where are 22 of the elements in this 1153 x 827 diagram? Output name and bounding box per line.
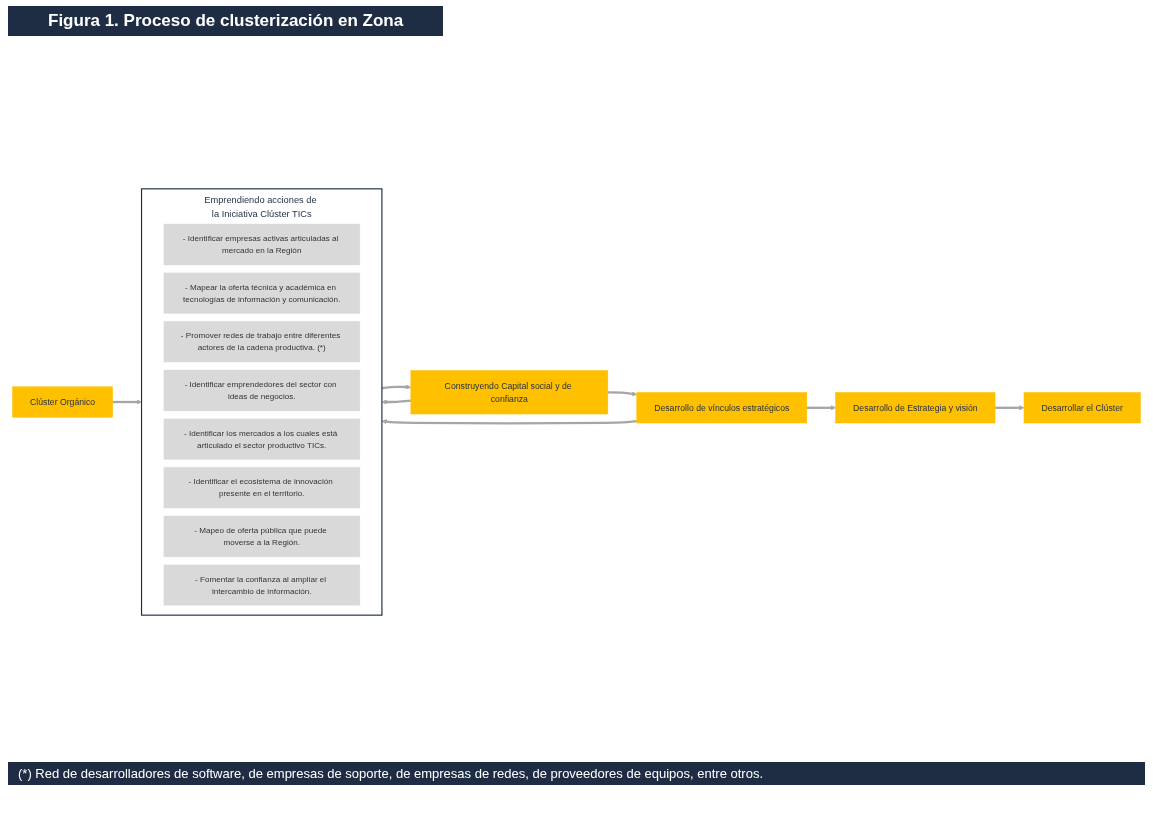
node-box: Construyendo Capital social y de confianza bbox=[410, 370, 609, 415]
figure-title: Figura 1. Proceso de clusterización en Zona bbox=[8, 6, 444, 36]
arrow bbox=[806, 405, 836, 411]
arrow bbox=[381, 399, 411, 405]
node-box: Desarrollo de Estrategia y visión bbox=[835, 392, 996, 424]
node-box: Desarrollo de vínculos estratégicos bbox=[636, 392, 808, 424]
footnote: (*) Red de desarrolladores de software, de empresas de soporte, de empresas de redes, de proveedores de equipos, entre otros. bbox=[8, 762, 1145, 785]
node-box: - Mapeo de oferta pública que puede moverse a la Región. bbox=[162, 515, 361, 558]
arrow bbox=[381, 384, 412, 390]
node-box: - Promover redes de trabajo entre diferentes actores de la cadena productiva. (*) bbox=[162, 320, 361, 363]
arrow bbox=[112, 399, 142, 405]
node-box: - Identificar empresas activas articuladas al mercado en la Región bbox=[162, 223, 361, 266]
arrow bbox=[607, 391, 637, 397]
arrow bbox=[381, 419, 637, 425]
node-box: Desarrollar el Clúster bbox=[1023, 392, 1141, 424]
node-box: - Identificar los mercados a los cuales está articulado el sector productivo TICs. bbox=[162, 417, 361, 461]
node-box: Clúster Orgánico bbox=[12, 386, 113, 418]
node-box: - Identificar emprendedores del sector con ideas de negocios. bbox=[162, 369, 361, 412]
node-box: - Identificar el ecosistema de innovación presente en el territorio. bbox=[162, 466, 361, 509]
node-box: - Fomentar la confianza al ampliar el intercambio de información. bbox=[162, 563, 361, 607]
node-box: - Mapear la oferta técnica y académica en tecnologías de información y comunicación. bbox=[162, 271, 361, 315]
arrow bbox=[995, 405, 1025, 411]
